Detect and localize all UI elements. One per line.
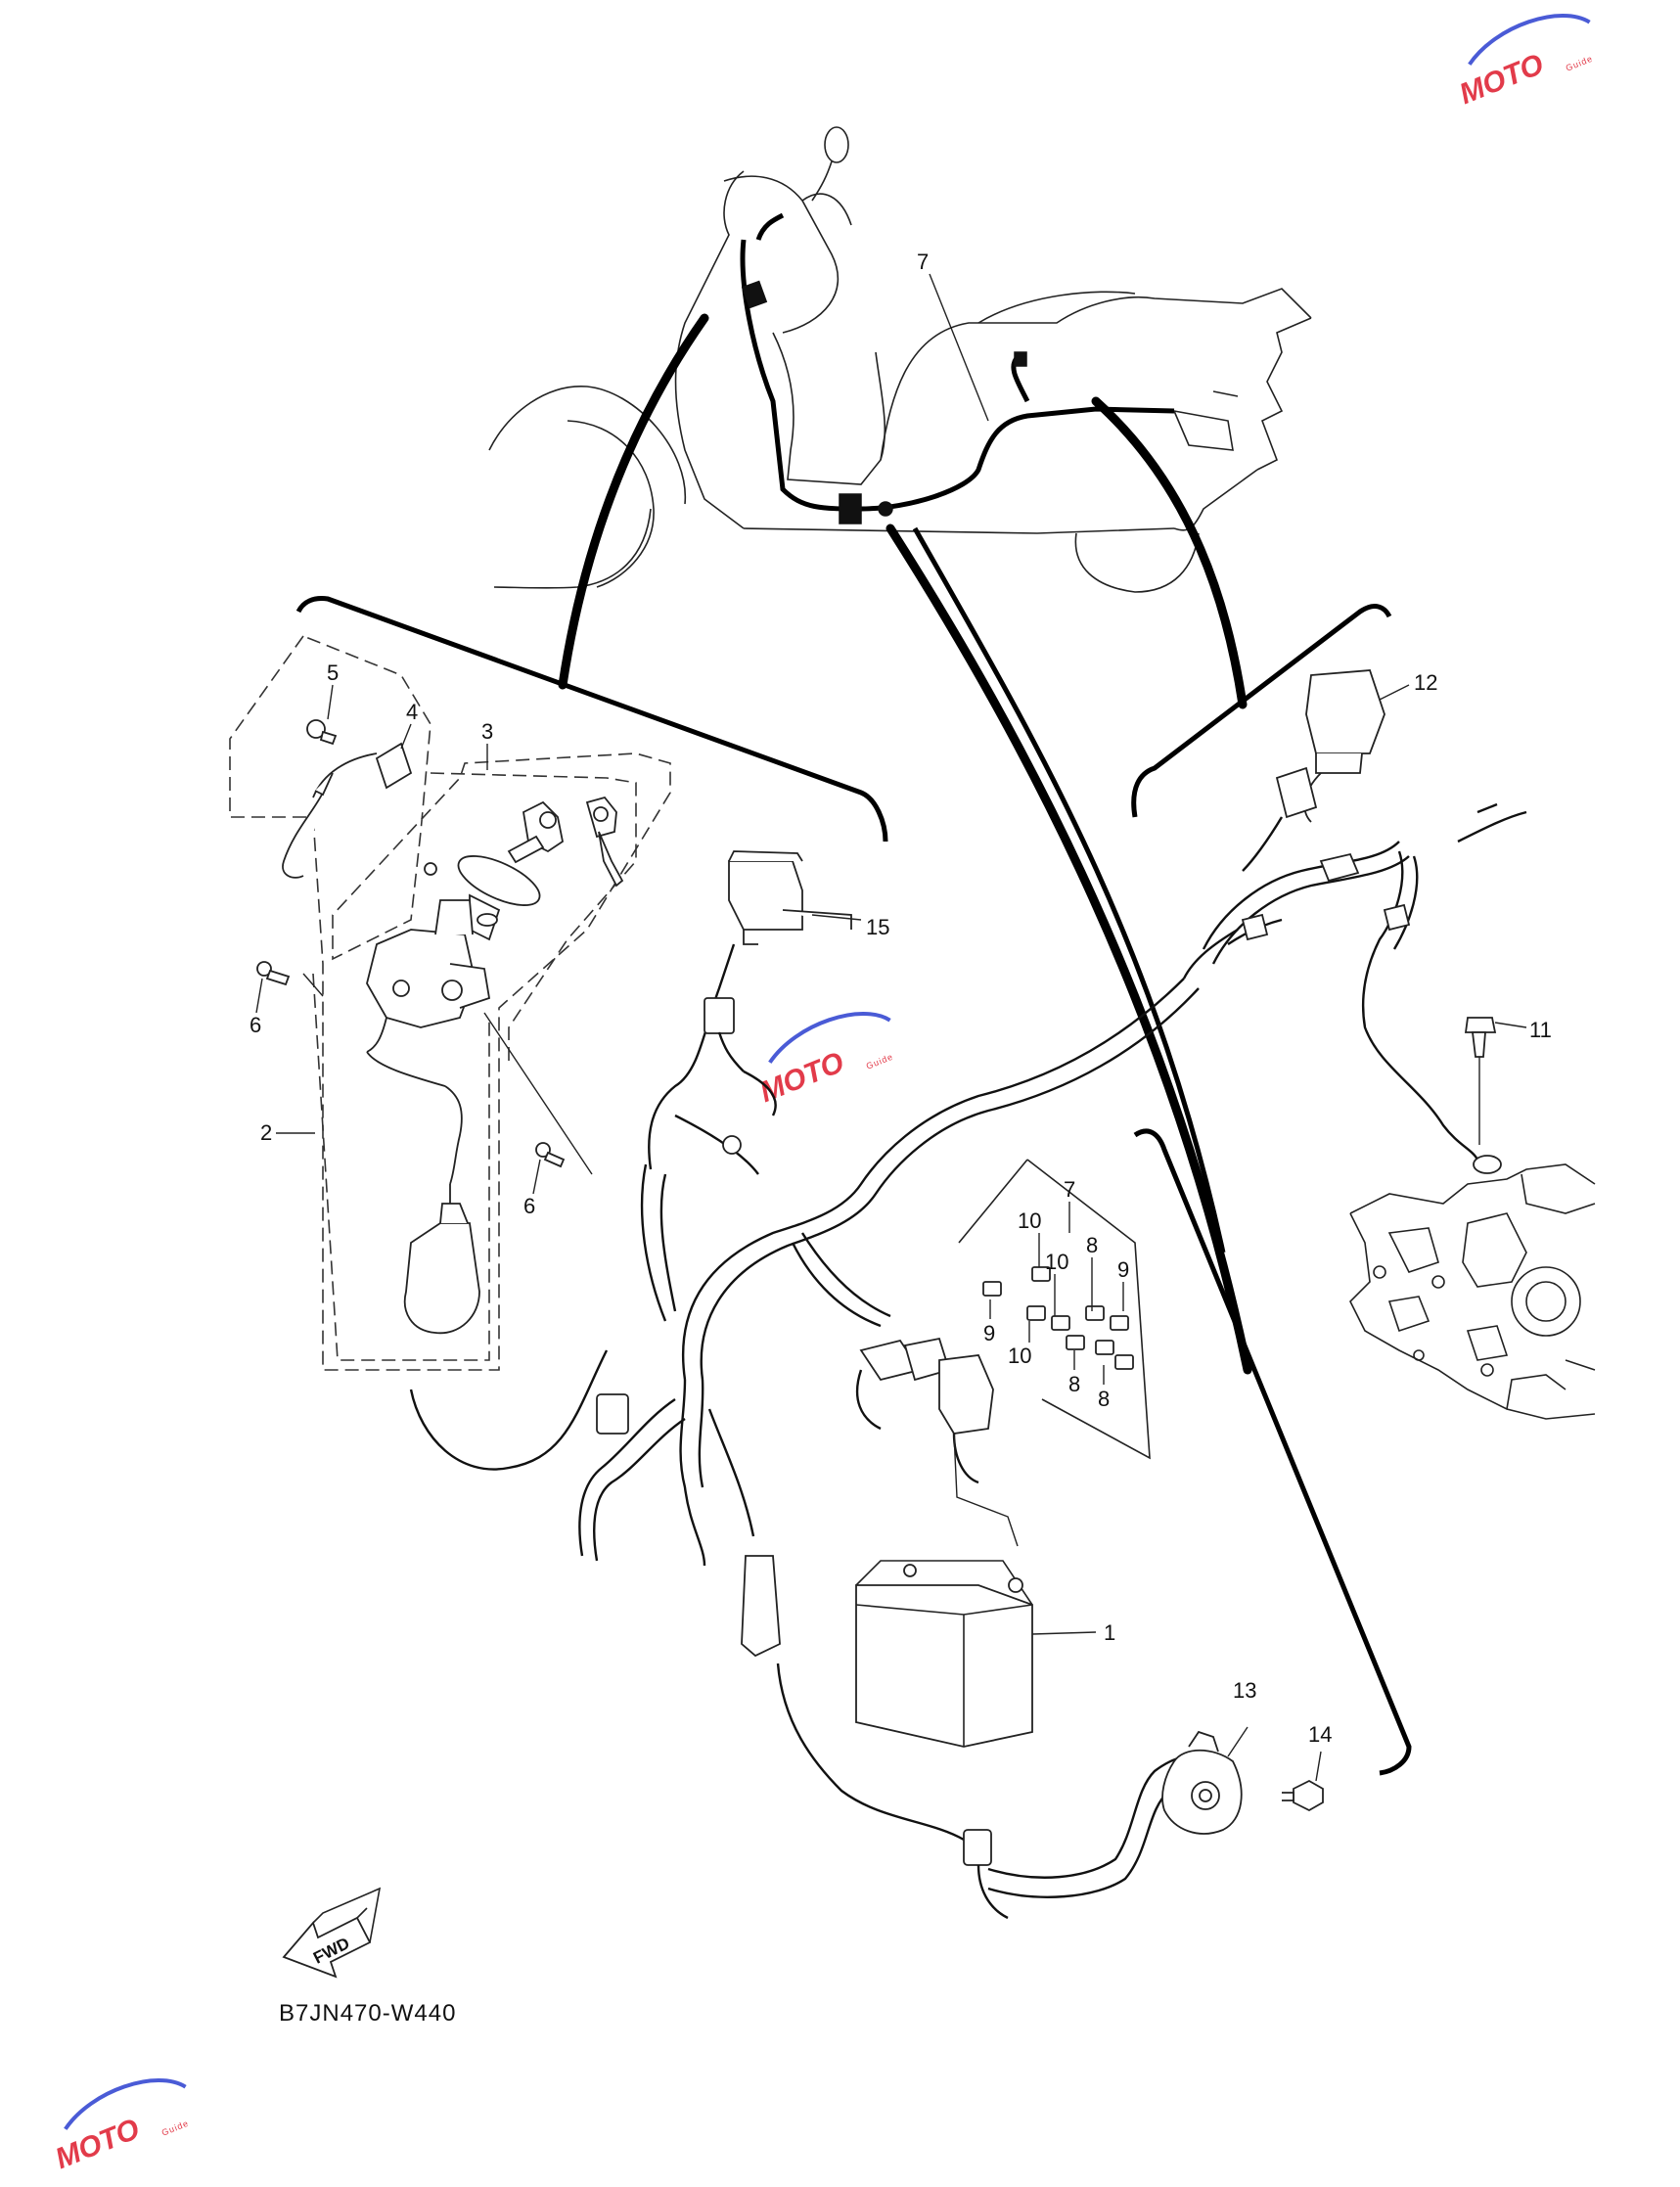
watermark-center: MOTO Guide <box>755 1012 895 1109</box>
nut-14 <box>1282 1751 1324 1812</box>
callout-8-b: 8 <box>1068 1372 1080 1396</box>
callout-8-a: 8 <box>1086 1233 1098 1257</box>
fuse-panel <box>855 1159 1151 1547</box>
watermark-tagline-text: Guide <box>160 2119 191 2138</box>
callout-15: 15 <box>866 915 889 939</box>
watermark-top-right: MOTO Guide <box>1455 14 1595 111</box>
callout-4: 4 <box>406 700 418 724</box>
engine-block <box>1349 1163 1596 1420</box>
harness-connector-left <box>596 1393 629 1435</box>
callout-8-c: 8 <box>1098 1387 1110 1411</box>
main-switch-group <box>229 635 671 1371</box>
screw-5 <box>306 719 338 746</box>
screw-6-right <box>535 1142 566 1168</box>
watermark-tagline-text: Guide <box>865 1052 895 1071</box>
battery-1 <box>855 1560 1097 1748</box>
harness-connector-relay <box>704 997 735 1034</box>
bracket-part <box>282 742 413 879</box>
callout-7-fuse: 7 <box>1064 1177 1075 1202</box>
callout-9-b: 9 <box>983 1321 995 1345</box>
key-set <box>507 796 624 888</box>
callout-6-left: 6 <box>250 1013 261 1037</box>
harness-switch-mark <box>741 280 768 309</box>
callout-1: 1 <box>1104 1620 1115 1645</box>
scooter-wiring-route <box>740 212 1175 524</box>
watermark-brand-text: MOTO <box>51 2113 144 2175</box>
watermark-brand-text: MOTO <box>755 1046 848 1109</box>
callout-2: 2 <box>260 1120 272 1145</box>
callout-3: 3 <box>481 719 493 744</box>
callout-13: 13 <box>1233 1678 1256 1703</box>
watermark-bottom-left: MOTO Guide <box>51 2078 191 2175</box>
harness-connector-block <box>839 493 862 524</box>
callout-5: 5 <box>327 661 339 685</box>
harness-rear-connector <box>1014 351 1027 367</box>
watermark-brand-text: MOTO <box>1455 48 1548 111</box>
screw-6-left <box>256 961 291 986</box>
callout-10-c: 10 <box>1008 1344 1031 1368</box>
harness-plug <box>741 1555 781 1658</box>
horn-13 <box>1161 1726 1249 1835</box>
callout-9-a: 9 <box>1117 1257 1129 1282</box>
callout-7-top: 7 <box>917 250 929 274</box>
bolt-11 <box>1464 1017 1527 1145</box>
callout-14: 14 <box>1308 1722 1332 1747</box>
callout-6-right: 6 <box>523 1194 535 1218</box>
fuse-set <box>982 1266 1134 1370</box>
harness-relay-mark <box>878 501 893 517</box>
watermark-tagline-text: Guide <box>1565 54 1595 73</box>
callout-10-b: 10 <box>1045 1250 1068 1274</box>
ground-lead <box>1202 802 1527 1174</box>
harness-connector-bottom <box>963 1829 992 1866</box>
callout-10-a: 10 <box>1018 1208 1041 1233</box>
main-switch-body <box>366 899 491 1335</box>
relay-15 <box>728 850 862 945</box>
sensor-12 <box>1242 669 1410 872</box>
callout-12: 12 <box>1414 670 1437 695</box>
small-screw <box>424 862 437 876</box>
wire-harness-main <box>409 918 1283 1920</box>
diagram-code: B7JN470-W440 <box>279 2000 456 2027</box>
callout-labels: 1 2 3 4 5 6 6 7 7 8 8 8 9 9 10 10 10 11 … <box>250 250 1552 1747</box>
fwd-arrow-icon: FWD <box>282 1887 382 1979</box>
callout-11: 11 <box>1529 1018 1552 1042</box>
zoom-boundaries <box>295 313 1412 1776</box>
